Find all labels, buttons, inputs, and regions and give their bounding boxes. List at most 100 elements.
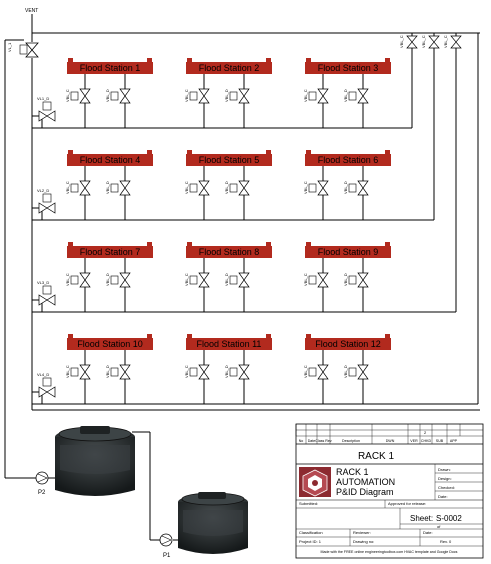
station-name: Flood Station 8 <box>199 247 260 257</box>
rev-header-cell: VER <box>410 439 418 443</box>
row-valve-tag: VL4_D <box>37 372 49 377</box>
station-valve[interactable]: VBL_C <box>65 272 91 288</box>
station-valve[interactable]: VBL_C <box>303 88 329 104</box>
flood-station[interactable]: Flood Station 4 VBL_C VBL_D <box>65 150 153 220</box>
tb-approved: Approved for release: <box>388 501 426 506</box>
station-valve[interactable]: VBL_D <box>224 180 250 196</box>
rev-header-cell: APP <box>450 439 458 443</box>
station-valve[interactable]: VBL_D <box>224 88 250 104</box>
station-valve-tag: VBL_C <box>184 273 189 286</box>
station-valve-tag: VBL_C <box>65 365 70 378</box>
station-valve[interactable]: VBL_D <box>224 364 250 380</box>
pump-p1[interactable]: P1 <box>159 533 173 559</box>
station-valve-tag: VBL_C <box>184 181 189 194</box>
station-valve-tag: VBL_C <box>65 273 70 286</box>
rev-header-cell: SUB <box>436 439 444 443</box>
station-valve[interactable]: VBL_D <box>105 272 131 288</box>
tb-sheet-label: Sheet: <box>410 514 433 523</box>
row-valve[interactable]: VL4_D <box>37 372 56 398</box>
flood-station[interactable]: Flood Station 7 VBL_C VBL_D <box>65 242 153 312</box>
pump-p2[interactable]: P2 <box>35 471 49 496</box>
station-valve[interactable]: VBL_C <box>303 272 329 288</box>
manifold-valve-tag: VBL_C <box>399 35 404 48</box>
row-valve[interactable]: VL3_D <box>37 280 56 306</box>
top-valve[interactable]: VL_1 <box>7 42 39 58</box>
station-manifold <box>67 246 153 258</box>
rev-header-cell: Description <box>342 439 360 443</box>
manifold-valve[interactable]: VBL_C <box>399 35 418 49</box>
station-valve[interactable]: VBL_C <box>184 272 210 288</box>
tb-sheet-value: S-0002 <box>436 514 462 523</box>
station-name: Flood Station 12 <box>315 339 381 349</box>
rev-header-cell: DWN <box>386 439 395 443</box>
tb-classification: Classification <box>299 530 323 535</box>
station-valve-tag: VBL_C <box>184 89 189 102</box>
company-logo <box>299 467 331 497</box>
station-valve[interactable]: VBL_D <box>343 272 369 288</box>
row-valve[interactable]: VL1_D <box>37 96 56 122</box>
station-valve-tag: VBL_D <box>224 89 229 102</box>
station-valve[interactable]: VBL_D <box>105 180 131 196</box>
station-valve-tag: VBL_C <box>65 181 70 194</box>
station-valve[interactable]: VBL_C <box>65 88 91 104</box>
station-valve[interactable]: VBL_C <box>184 364 210 380</box>
top-valve-tag: VL_1 <box>7 42 12 52</box>
manifold-valve[interactable]: VBL_C <box>421 35 440 49</box>
tb-submitted: Submitted: <box>299 501 318 506</box>
pump-p1-label: P1 <box>163 553 171 559</box>
station-valve-tag: VBL_D <box>105 365 110 378</box>
tank-upper[interactable] <box>55 426 135 496</box>
station-manifold <box>305 154 391 166</box>
station-valve-tag: VBL_C <box>184 365 189 378</box>
tb-subtitle-3: P&ID Diagram <box>336 487 394 497</box>
tank-lower[interactable] <box>178 492 248 554</box>
flood-station[interactable]: Flood Station 8 VBL_C VBL_D <box>184 242 272 312</box>
tb-reviewer: Reviewer: <box>353 530 371 535</box>
station-valve[interactable]: VBL_D <box>343 364 369 380</box>
station-manifold <box>67 338 153 350</box>
rev-header-cell: Date <box>308 439 316 443</box>
station-name: Flood Station 7 <box>80 247 141 257</box>
station-valve[interactable]: VBL_D <box>343 88 369 104</box>
station-valve[interactable]: VBL_D <box>224 272 250 288</box>
station-valve[interactable]: VBL_D <box>343 180 369 196</box>
station-valve[interactable]: VBL_C <box>184 88 210 104</box>
station-valve-tag: VBL_D <box>224 181 229 194</box>
station-valve[interactable]: VBL_C <box>184 180 210 196</box>
station-manifold <box>186 246 272 258</box>
rev-header-cell: CHKD <box>421 439 432 443</box>
station-valve[interactable]: VBL_C <box>303 180 329 196</box>
manifold-valve[interactable]: VBL_C <box>443 35 462 49</box>
station-valve-tag: VBL_C <box>303 365 308 378</box>
station-valve[interactable]: VBL_D <box>105 88 131 104</box>
tb-date-side: Date: <box>438 494 448 499</box>
row-valve-tag: VL1_D <box>37 96 49 101</box>
station-valve-tag: VBL_D <box>224 273 229 286</box>
station-manifold <box>305 338 391 350</box>
tb-drawn: Drawn: <box>438 467 451 472</box>
row-valve-tag: VL2_D <box>37 188 49 193</box>
station-valve[interactable]: VBL_C <box>65 180 91 196</box>
flood-station[interactable]: Flood Station 12 VBL_C VBL_D <box>303 334 391 404</box>
station-valve[interactable]: VBL_C <box>65 364 91 380</box>
station-name: Flood Station 4 <box>80 155 141 165</box>
station-valve-tag: VBL_D <box>105 181 110 194</box>
tb-top-number: 2 <box>424 430 427 435</box>
station-valve[interactable]: VBL_C <box>303 364 329 380</box>
pump-p2-label: P2 <box>38 490 46 496</box>
row-valve[interactable]: VL2_D <box>37 188 56 214</box>
station-manifold <box>305 246 391 258</box>
station-valve[interactable]: VBL_D <box>105 364 131 380</box>
tb-footer: Made with the FREE online engineeringtoo… <box>321 550 458 554</box>
